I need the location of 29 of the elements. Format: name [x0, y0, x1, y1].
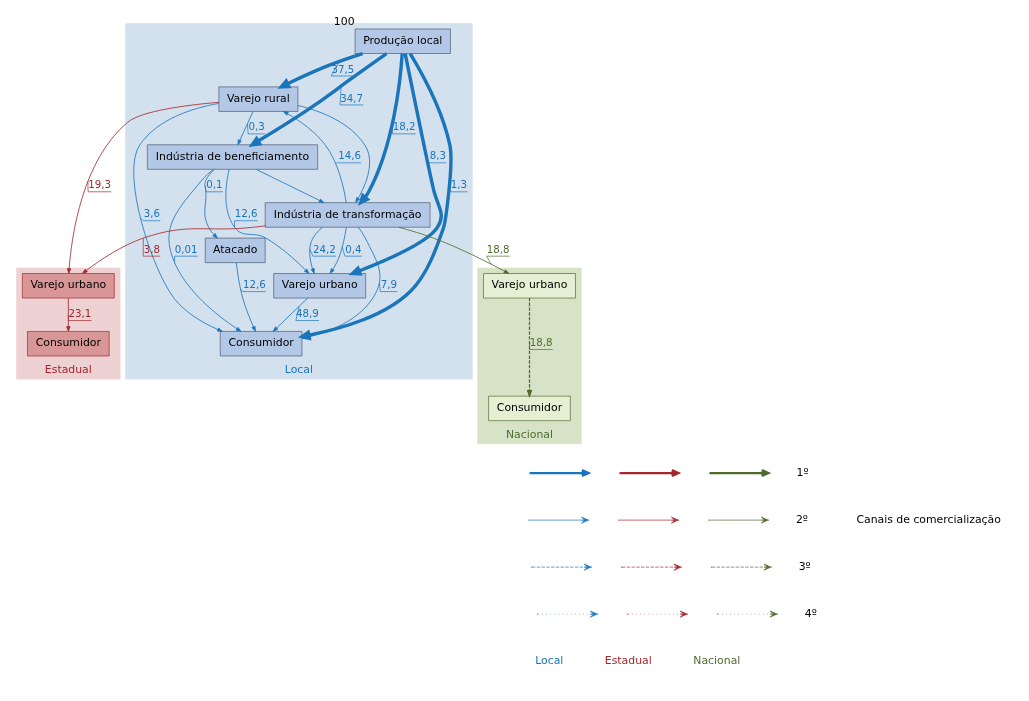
legend-label: 2º — [795, 512, 808, 526]
edge-label: 18,2 — [392, 121, 416, 133]
edge-label: 1,3 — [450, 179, 468, 191]
edge-label: 14,6 — [338, 150, 362, 162]
edge-label: 3,8 — [143, 243, 160, 255]
edge-label: 7,9 — [380, 279, 397, 291]
legend-label: 1º — [796, 465, 809, 479]
label: Local — [535, 653, 564, 667]
legend-label: 3º — [798, 559, 811, 573]
edge-label: 23,1 — [68, 308, 92, 320]
edge-label: 0,3 — [248, 121, 265, 133]
edge-label: 24,2 — [313, 243, 336, 255]
edge-label: 34,7 — [340, 92, 364, 104]
edge-label: 19,3 — [88, 179, 112, 191]
edge-label: 12,6 — [242, 279, 266, 291]
edge-label: 18,8 — [486, 243, 510, 255]
edge-label: 0,01 — [174, 243, 198, 255]
edge-label: 18,8 — [529, 337, 553, 349]
label: Nacional — [693, 653, 741, 667]
label: Estadual — [604, 653, 652, 667]
legend-label: Canais de comercialização — [856, 512, 1001, 526]
edge-label: 12,6 — [234, 208, 258, 220]
edge-label: 48,9 — [296, 308, 319, 320]
edge-label: 0,1 — [206, 179, 223, 191]
edge-label: 37,5 — [331, 63, 355, 75]
edge-label: 0,4 — [345, 243, 362, 255]
legend-label: 4º — [804, 606, 817, 620]
edge-label: 3,6 — [143, 208, 160, 220]
edge-label: 8,3 — [429, 150, 446, 162]
